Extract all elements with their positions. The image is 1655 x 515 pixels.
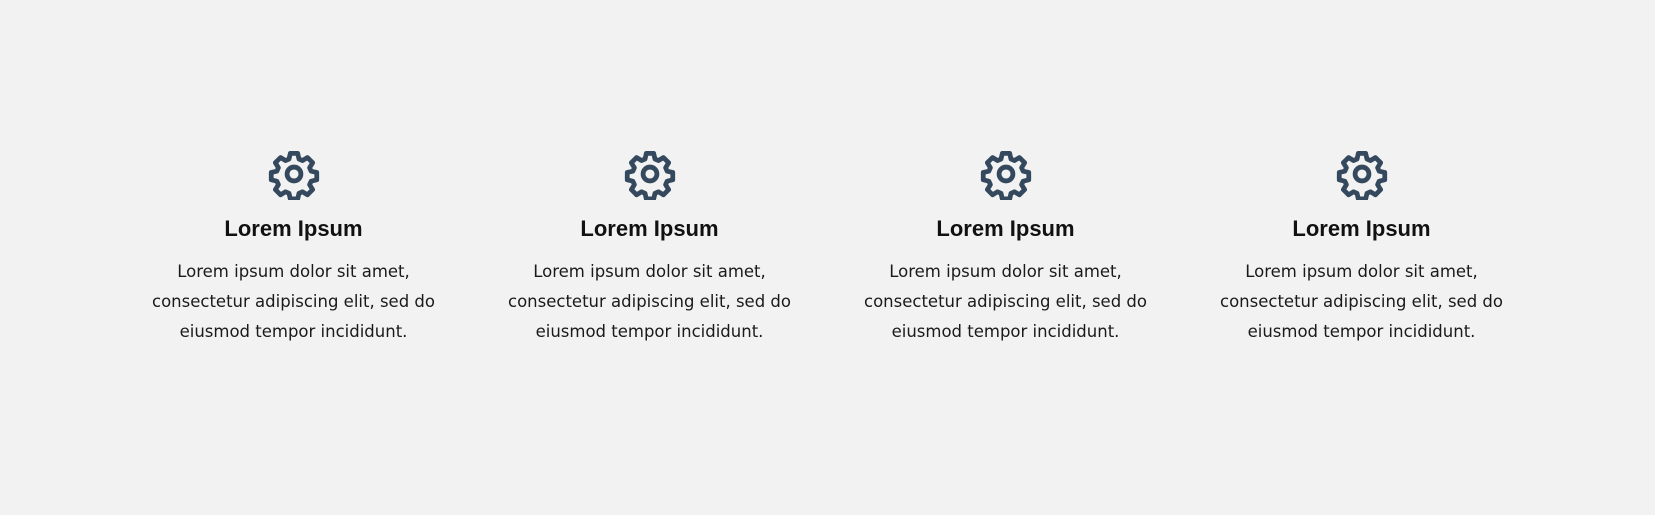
features-row: Lorem Ipsum Lorem ipsum dolor sit amet, … <box>0 148 1655 347</box>
feature-description: Lorem ipsum dolor sit amet, consectetur … <box>864 262 1147 341</box>
feature-card-4: Lorem Ipsum Lorem ipsum dolor sit amet, … <box>1218 148 1506 347</box>
feature-title: Lorem Ipsum <box>1292 216 1431 241</box>
feature-description: Lorem ipsum dolor sit amet, consectetur … <box>152 262 435 341</box>
feature-description: Lorem ipsum dolor sit amet, consectetur … <box>1220 262 1503 341</box>
feature-title: Lorem Ipsum <box>224 216 363 241</box>
feature-title: Lorem Ipsum <box>580 216 719 241</box>
feature-title: Lorem Ipsum <box>936 216 1075 241</box>
feature-description: Lorem ipsum dolor sit amet, consectetur … <box>508 262 791 341</box>
feature-card-2: Lorem Ipsum Lorem ipsum dolor sit amet, … <box>506 148 794 347</box>
gear-icon <box>1336 148 1388 200</box>
gear-icon <box>624 148 676 200</box>
gear-icon <box>980 148 1032 200</box>
gear-icon <box>268 148 320 200</box>
feature-card-1: Lorem Ipsum Lorem ipsum dolor sit amet, … <box>150 148 438 347</box>
feature-card-3: Lorem Ipsum Lorem ipsum dolor sit amet, … <box>862 148 1150 347</box>
